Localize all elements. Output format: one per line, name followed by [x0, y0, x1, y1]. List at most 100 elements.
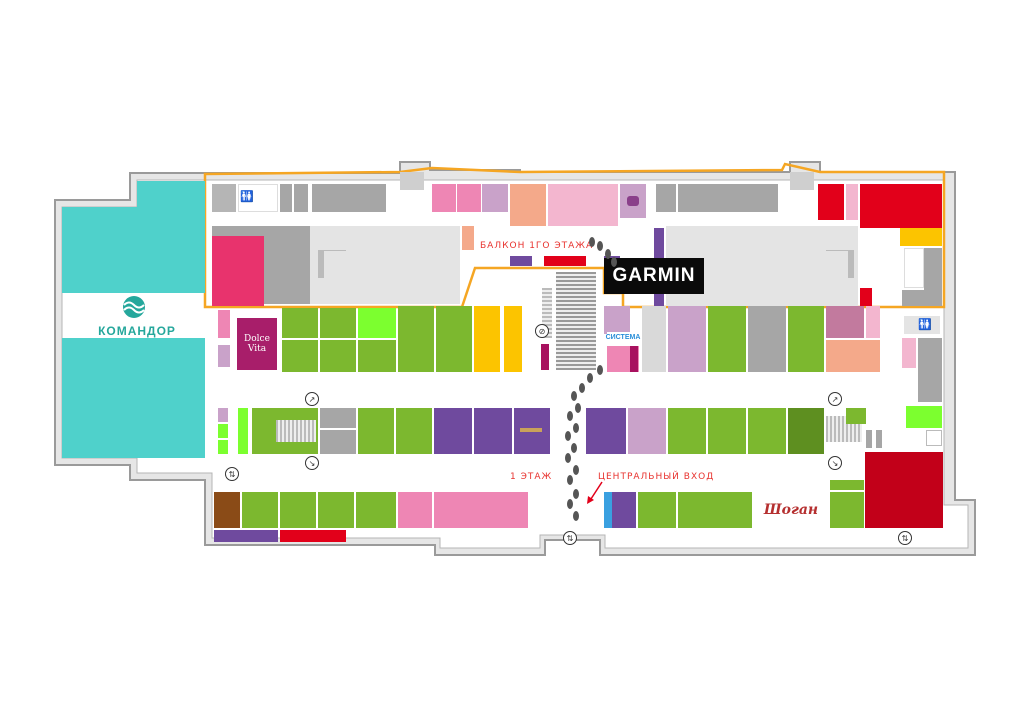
unit — [830, 480, 864, 490]
escalator-icon — [318, 250, 346, 278]
unit — [866, 430, 872, 448]
unit — [320, 408, 356, 428]
unit — [548, 184, 618, 226]
unit — [474, 408, 512, 454]
unit — [218, 310, 230, 338]
arrow-icon — [587, 481, 603, 504]
unit — [398, 492, 432, 528]
unit — [846, 184, 858, 220]
unit — [280, 184, 292, 212]
unit — [218, 424, 228, 438]
unit — [214, 492, 240, 528]
elevator-icon: ⇅ — [898, 531, 912, 545]
escalator — [542, 288, 552, 338]
restroom-block — [238, 184, 278, 212]
escalator-icon — [826, 250, 854, 278]
anchor-store[interactable] — [62, 207, 137, 293]
garmin-store[interactable]: GARMIN — [604, 258, 704, 294]
anchor-store[interactable] — [137, 181, 205, 293]
unit — [830, 492, 864, 528]
restroom-icon: 🚻 — [918, 318, 932, 331]
escalator — [276, 420, 316, 442]
unit — [214, 530, 278, 542]
atrium — [310, 226, 460, 304]
unit — [320, 308, 356, 338]
unit — [432, 184, 456, 212]
komandor-logo[interactable] — [66, 293, 202, 338]
unit — [604, 306, 630, 334]
unit — [282, 308, 318, 338]
unit — [398, 306, 434, 372]
floor-label: 1 ЭТАЖ — [510, 472, 553, 482]
escalator-icon: ↘ — [305, 456, 319, 470]
unit — [788, 306, 824, 372]
stairs — [790, 172, 814, 190]
anchor-store[interactable] — [62, 338, 137, 458]
unit — [212, 184, 236, 212]
unit — [678, 184, 778, 212]
unit — [924, 248, 942, 306]
unit — [902, 290, 924, 306]
unit — [544, 256, 586, 266]
unit — [708, 306, 746, 372]
unit — [282, 340, 318, 372]
unit — [818, 184, 844, 220]
unit — [604, 492, 612, 528]
shogun-store[interactable]: Шоган — [754, 491, 828, 529]
unit — [356, 492, 396, 528]
unit — [866, 306, 880, 338]
unit — [668, 306, 706, 372]
escalator-icon: ↘ — [828, 456, 842, 470]
unit — [642, 306, 666, 372]
unit — [716, 492, 752, 528]
unit — [212, 236, 264, 306]
dolce-vita-store[interactable]: Dolce Vita — [237, 318, 277, 370]
unit — [358, 308, 396, 338]
unit — [318, 492, 354, 528]
sistema-store[interactable]: СИСТЕМА — [605, 332, 641, 343]
unit — [294, 184, 308, 212]
unit — [826, 306, 864, 338]
unit — [860, 288, 872, 306]
main-entrance-label: ЦЕНТРАЛЬНЫЙ ВХОД — [598, 472, 715, 482]
unit — [434, 492, 528, 528]
anchor-store[interactable] — [137, 338, 205, 458]
unit — [280, 492, 316, 528]
unit — [504, 306, 522, 372]
footprints-icon — [565, 237, 617, 521]
unit — [860, 184, 942, 228]
balcony-label: БАЛКОН 1ГО ЭТАЖА — [480, 241, 594, 251]
unit — [510, 256, 532, 266]
unit — [678, 492, 716, 528]
komandor-label: КОМАНДОР — [98, 324, 176, 338]
restroom-icon: 🚻 — [240, 190, 254, 203]
unit — [358, 408, 394, 454]
unit — [902, 338, 916, 368]
elevator-icon: ⇅ — [225, 467, 239, 481]
unit — [218, 440, 228, 454]
unit — [748, 408, 786, 454]
unit — [358, 340, 396, 372]
unit — [900, 228, 942, 246]
restroom-block — [904, 316, 940, 334]
stairs — [400, 172, 424, 190]
unit — [280, 530, 346, 542]
unit — [457, 184, 481, 212]
unit — [906, 406, 942, 428]
unit — [434, 408, 472, 454]
unit — [242, 492, 278, 528]
elevator-block — [904, 248, 924, 288]
unit — [628, 408, 666, 454]
unit — [748, 306, 786, 372]
unit — [482, 184, 508, 212]
unit — [586, 408, 626, 454]
unit — [474, 306, 500, 372]
unit — [320, 340, 356, 372]
unit — [668, 408, 706, 454]
unit — [918, 338, 942, 402]
unit — [510, 184, 546, 226]
unit — [462, 226, 474, 250]
unit — [541, 344, 549, 370]
main-escalator — [556, 272, 596, 370]
no-entry-icon: ⊘ — [535, 324, 549, 338]
